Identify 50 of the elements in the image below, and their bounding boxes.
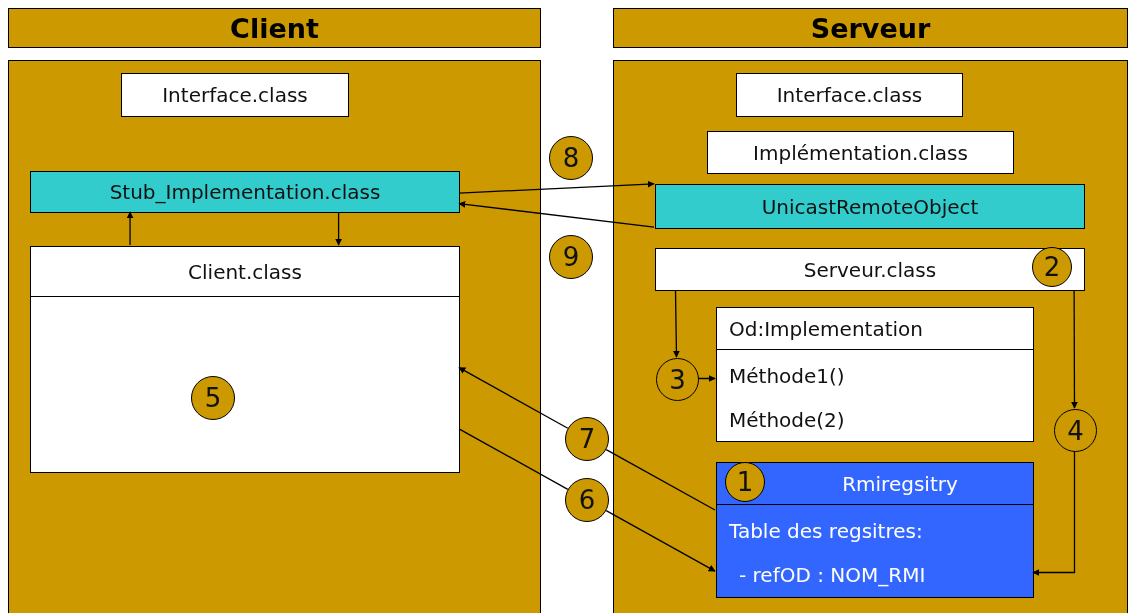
registry-box <box>716 462 1034 598</box>
class-name: Implémentation.class <box>753 140 968 165</box>
member-text: - refOD : NOM_RMI <box>738 563 926 587</box>
header-band <box>613 8 1128 48</box>
class-box <box>30 246 460 473</box>
section-title: Client <box>230 12 319 44</box>
step-circle <box>565 478 609 522</box>
arrow <box>1032 450 1076 576</box>
class-box <box>655 248 1085 291</box>
class-name: Interface.class <box>162 83 308 107</box>
arrow <box>126 211 134 246</box>
member-text: Méthode(2) <box>729 408 845 432</box>
step-number: 4 <box>1067 415 1084 446</box>
arrow <box>458 366 569 429</box>
class-name: UnicastRemoteObject <box>761 194 979 219</box>
step-circle <box>1054 409 1097 452</box>
arrow <box>1071 289 1078 409</box>
server-panel <box>613 60 1128 613</box>
class-name: Stub_Implementation.class <box>109 180 381 204</box>
step-circle <box>549 235 593 279</box>
step-number: 3 <box>669 364 686 395</box>
member-text: Méthode1() <box>729 364 845 388</box>
class-name: Serveur.class <box>803 257 937 282</box>
arrow <box>458 200 655 228</box>
step-number: 8 <box>562 143 580 173</box>
arrow <box>335 211 343 246</box>
step-circle <box>549 136 593 180</box>
class-box <box>121 73 349 117</box>
header-band <box>8 8 541 48</box>
class-name: Client.class <box>188 259 302 284</box>
class-box <box>30 171 460 213</box>
client-panel <box>8 60 541 613</box>
class-box <box>736 73 963 117</box>
class-name: Interface.class <box>776 83 923 107</box>
object-name: Od:Implementation <box>729 316 923 341</box>
arrow <box>605 510 716 572</box>
class-box <box>655 184 1085 229</box>
arrow <box>697 375 716 382</box>
step-number: 7 <box>578 424 596 454</box>
step-number: 9 <box>562 242 580 272</box>
arrow <box>458 180 655 194</box>
step-circle <box>656 358 699 401</box>
step-number: 6 <box>578 485 596 515</box>
member-text: Table des regsitres: <box>729 519 923 543</box>
class-box <box>707 131 1014 174</box>
object-name: Rmiregsitry <box>842 471 958 496</box>
arrow <box>672 289 680 358</box>
step-circle <box>565 417 609 461</box>
section-title: Serveur <box>810 12 931 44</box>
object-box <box>716 307 1034 442</box>
